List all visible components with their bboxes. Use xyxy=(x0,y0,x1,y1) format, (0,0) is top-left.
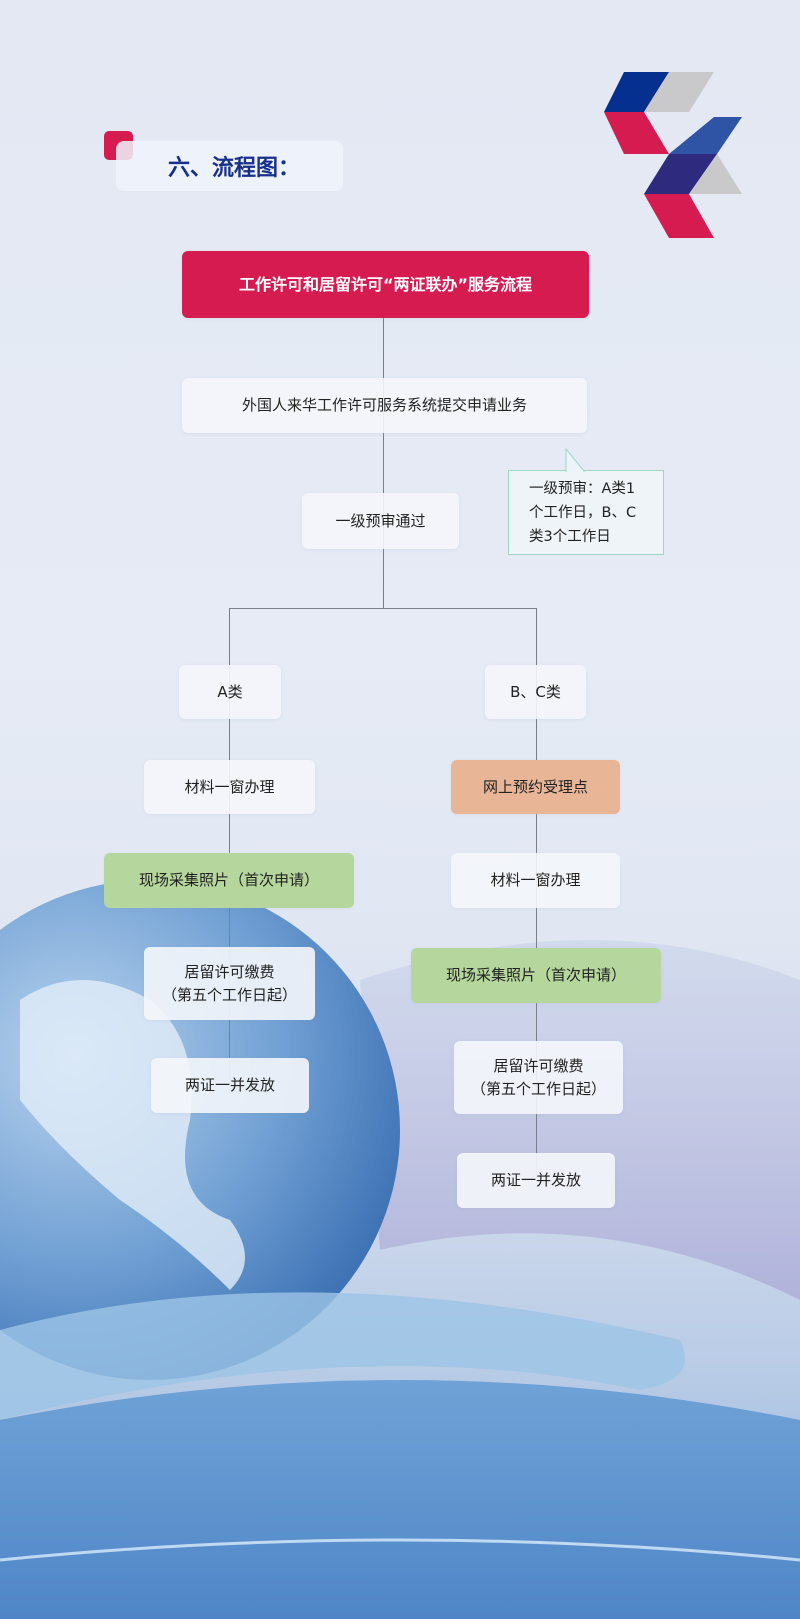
connector xyxy=(229,608,230,1083)
fee-line: 居留许可缴费 xyxy=(493,1057,584,1075)
connector xyxy=(229,608,537,609)
left-category-a: A类 xyxy=(179,665,281,719)
right-fee: 居留许可缴费 （第五个工作日起） xyxy=(454,1041,623,1114)
fee-line: （第五个工作日起） xyxy=(161,985,297,1004)
right-issue: 两证一并发放 xyxy=(457,1153,615,1208)
callout-line: 个工作日，B、C xyxy=(529,505,637,521)
step-submit: 外国人来华工作许可服务系统提交申请业务 xyxy=(182,378,587,433)
callout-line: 类3个工作日 xyxy=(529,529,611,545)
step-precheck: 一级预审通过 xyxy=(302,493,459,549)
right-materials: 材料一窗办理 xyxy=(451,853,620,908)
flow-title: 工作许可和居留许可“两证联办”服务流程 xyxy=(182,251,589,318)
right-appointment: 网上预约受理点 xyxy=(451,760,620,814)
left-photo: 现场采集照片（首次申请） xyxy=(104,853,354,908)
left-materials: 材料一窗办理 xyxy=(144,760,315,814)
section-heading: 六、流程图： xyxy=(116,141,343,191)
fee-line: 居留许可缴费 xyxy=(184,963,275,981)
left-fee: 居留许可缴费 （第五个工作日起） xyxy=(144,947,315,1020)
callout-line: 一级预审：A类1 xyxy=(529,481,636,497)
right-photo: 现场采集照片（首次申请） xyxy=(411,948,661,1003)
right-category-bc: B、C类 xyxy=(485,665,586,719)
precheck-note-callout: 一级预审：A类1 个工作日，B、C 类3个工作日 xyxy=(508,470,664,555)
left-issue: 两证一并发放 xyxy=(151,1058,309,1113)
fee-line: （第五个工作日起） xyxy=(470,1079,606,1098)
callout-tail xyxy=(565,448,586,472)
brand-logo-icon xyxy=(604,72,742,238)
connector xyxy=(383,318,384,608)
